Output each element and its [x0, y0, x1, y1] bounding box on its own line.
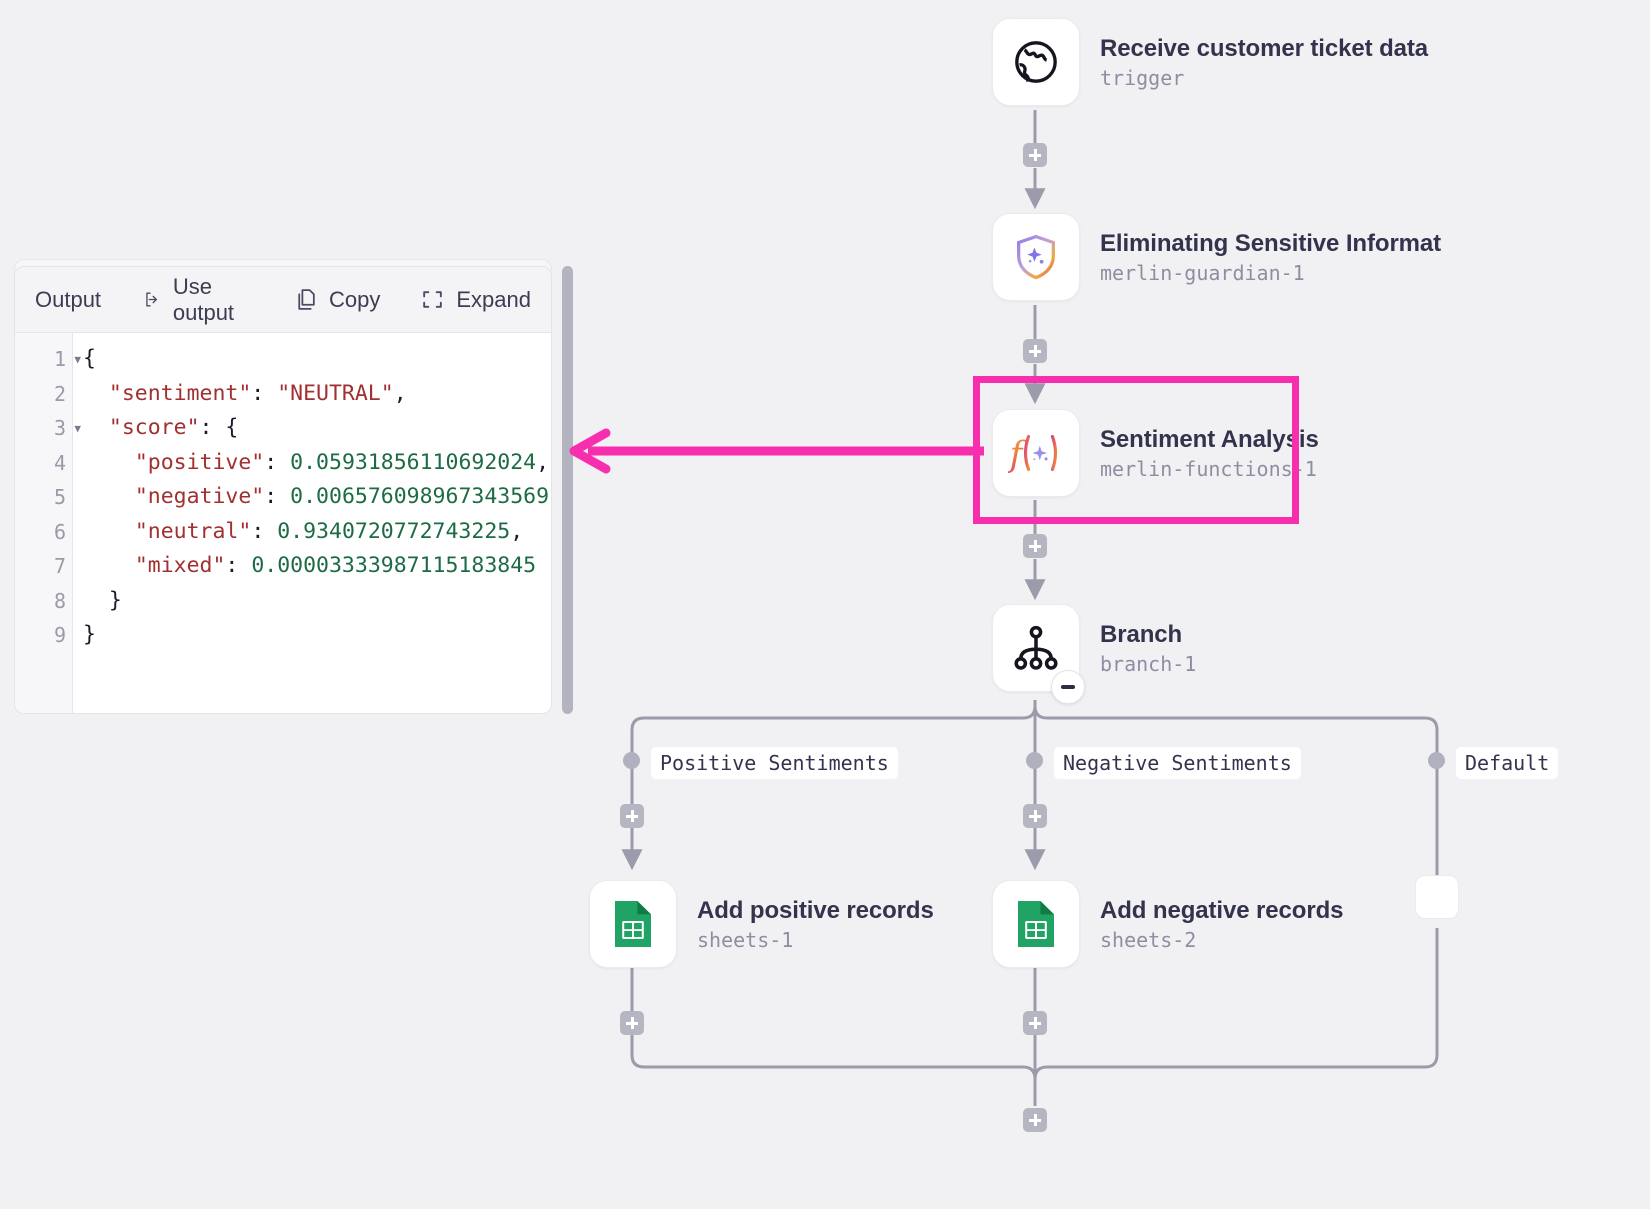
- use-output-button[interactable]: Use output: [143, 274, 253, 326]
- google-sheets-icon: [615, 901, 651, 947]
- code-content[interactable]: { "sentiment": "NEUTRAL", "score": { "po…: [73, 333, 551, 713]
- node-subtitle: sheets-1: [697, 927, 794, 952]
- copy-icon: [298, 289, 315, 310]
- globe-icon: [1015, 41, 1057, 83]
- code-line: "sentiment": "NEUTRAL",: [108, 380, 407, 406]
- branch-collapse-button[interactable]: [1051, 670, 1085, 704]
- edge-sheets1-merge: [630, 1034, 1037, 1106]
- code-line: }: [108, 587, 122, 613]
- node-guardian[interactable]: Eliminating Sensitive Informat merlin-gu…: [992, 213, 1441, 301]
- node-text-guardian: Eliminating Sensitive Informat merlin-gu…: [1100, 230, 1441, 285]
- node-tile-sheets2[interactable]: [992, 880, 1080, 968]
- add-step-button-negative[interactable]: [1023, 804, 1047, 828]
- node-text-branch: Branch branch-1: [1100, 621, 1196, 676]
- node-branch[interactable]: Branch branch-1: [992, 604, 1196, 692]
- code-line: "positive": 0.05931856110692024,: [134, 449, 550, 475]
- edge-branch-default: [1033, 705, 1439, 884]
- node-title: Receive customer ticket data: [1100, 34, 1429, 62]
- node-title: Add positive records: [697, 896, 934, 924]
- json-code-viewer[interactable]: 1▼ 2 3▼ 4 5 6 7 8 9 { "sentiment": "NEUTRAL", "s…: [15, 333, 551, 713]
- code-line: "neutral": 0.9340720772743225,: [134, 518, 524, 544]
- fold-caret-icon[interactable]: ▼: [74, 352, 81, 366]
- branch-port-default[interactable]: [1428, 752, 1445, 769]
- node-tile-trigger[interactable]: [992, 18, 1080, 106]
- output-panel: Output Use output Copy Expand: [14, 266, 552, 714]
- line-number: 1▼: [53, 347, 81, 371]
- line-number: 9: [53, 623, 66, 647]
- line-number-gutter: 1▼ 2 3▼ 4 5 6 7 8 9: [15, 333, 81, 713]
- line-number: 8: [53, 588, 66, 613]
- node-tile-guardian[interactable]: [992, 213, 1080, 301]
- branch-label-negative[interactable]: Negative Sentiments: [1054, 747, 1301, 779]
- copy-button[interactable]: Copy: [293, 287, 380, 313]
- code-line: "negative": 0.006576098967343569,: [134, 484, 551, 509]
- copy-label: Copy: [329, 286, 381, 312]
- line-number: 4: [53, 450, 66, 475]
- annotation-highlight-box: [973, 376, 1299, 524]
- output-panel-scrollbar[interactable]: [562, 266, 573, 714]
- add-step-button-positive-after[interactable]: [620, 1011, 644, 1035]
- branch-label-default[interactable]: Default: [1456, 747, 1559, 779]
- node-subtitle: branch-1: [1100, 651, 1197, 676]
- annotation-arrow: [569, 428, 984, 474]
- node-sentiment-analysis[interactable]: f Sentiment Analysis merlin-functions-1: [992, 409, 1319, 497]
- expand-corners-icon: [423, 291, 443, 308]
- line-number: 6: [53, 519, 66, 544]
- use-output-label: Use output: [172, 273, 235, 325]
- edge-default-merge: [1033, 928, 1439, 1106]
- arrow-out-of-bracket-icon: [146, 292, 158, 307]
- output-label: Output: [35, 286, 102, 312]
- node-title: Branch: [1100, 620, 1183, 648]
- node-subtitle: merlin-guardian-1: [1100, 260, 1305, 285]
- function-sparkle-icon: f: [1008, 434, 1058, 475]
- add-step-button-final[interactable]: [1023, 1108, 1047, 1132]
- node-text-sheets2: Add negative records sheets-2: [1100, 896, 1344, 952]
- node-tile-sheets1[interactable]: [589, 880, 677, 968]
- code-line: "score": {: [108, 415, 239, 440]
- expand-label: Expand: [456, 286, 531, 312]
- node-default-placeholder[interactable]: [1415, 875, 1459, 919]
- node-title: Eliminating Sensitive Informat: [1100, 229, 1442, 257]
- branch-port-positive[interactable]: [623, 752, 640, 769]
- node-text-trigger: Receive customer ticket data trigger: [1100, 35, 1428, 90]
- node-text-sentiment: Sentiment Analysis merlin-functions-1: [1100, 426, 1319, 481]
- add-step-button-positive[interactable]: [620, 804, 644, 828]
- node-subtitle: sheets-2: [1100, 927, 1197, 952]
- add-step-button-2[interactable]: [1023, 339, 1047, 363]
- node-subtitle: merlin-functions-1: [1100, 456, 1317, 481]
- branch-label-positive[interactable]: Positive Sentiments: [651, 747, 898, 779]
- shield-sparkle-icon: [1017, 234, 1055, 280]
- add-step-button-negative-after[interactable]: [1023, 1011, 1047, 1035]
- output-panel-toolbar: Output Use output Copy Expand: [15, 267, 551, 333]
- add-step-button-3[interactable]: [1023, 534, 1047, 558]
- code-line: "mixed": 0.00003333987115183845: [134, 553, 537, 578]
- add-step-button-1[interactable]: [1023, 143, 1047, 167]
- branch-port-negative[interactable]: [1026, 752, 1043, 769]
- line-number: 5: [53, 485, 66, 509]
- branch-tree-icon: [1014, 625, 1058, 670]
- code-line: {: [83, 346, 96, 371]
- node-trigger[interactable]: Receive customer ticket data trigger: [992, 18, 1428, 106]
- node-title: Sentiment Analysis: [1100, 425, 1319, 453]
- line-number: 7: [53, 554, 66, 578]
- line-number: 3▼: [53, 416, 81, 440]
- node-subtitle: trigger: [1100, 65, 1185, 90]
- node-sheets-positive[interactable]: Add positive records sheets-1: [589, 880, 934, 968]
- node-sheets-negative[interactable]: Add negative records sheets-2: [992, 880, 1344, 968]
- node-text-sheets1: Add positive records sheets-1: [697, 897, 934, 952]
- code-line: }: [83, 622, 96, 647]
- expand-button[interactable]: Expand: [420, 287, 531, 313]
- node-tile-sentiment[interactable]: f: [992, 409, 1080, 497]
- google-sheets-icon: [1018, 901, 1054, 947]
- line-number: 2: [53, 381, 66, 406]
- node-title: Add negative records: [1100, 896, 1344, 924]
- fold-caret-icon[interactable]: ▼: [74, 421, 81, 435]
